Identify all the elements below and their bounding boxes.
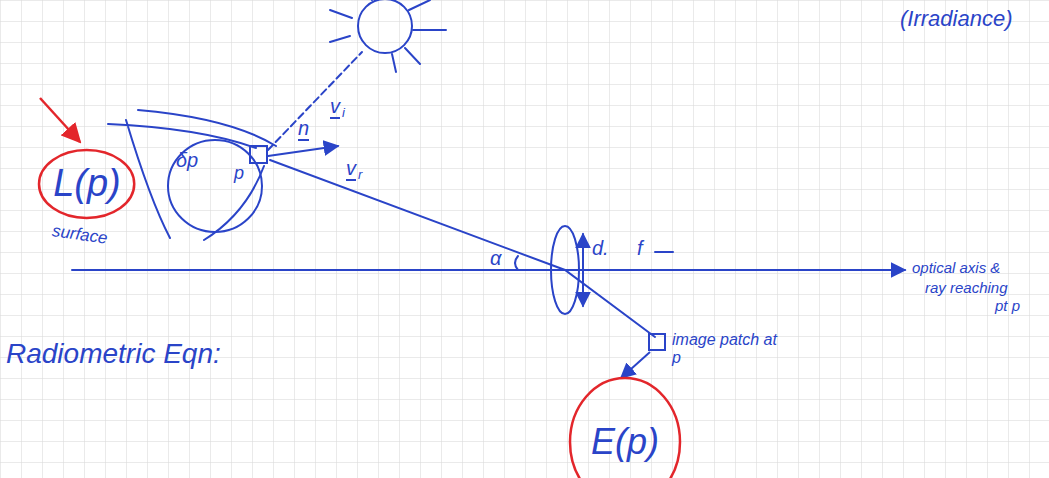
node-text: δp [176, 150, 198, 170]
node-outline-shape [39, 150, 134, 218]
axis-label: optical axis & [912, 260, 1000, 275]
surface-patch [250, 146, 267, 163]
node-text: E(p) [591, 424, 659, 460]
subscript: r [358, 168, 362, 181]
node-outline-shape [570, 378, 680, 478]
heading-text: Radiometric Eqn: [6, 340, 221, 368]
aperture-label: d. [592, 238, 609, 258]
connector-arrow [621, 352, 650, 378]
axis-label: pt p [995, 298, 1020, 313]
focal-length-label: f [637, 238, 643, 258]
node-text: image patch at p [672, 331, 784, 368]
axis-label: ray reaching [925, 280, 1008, 295]
subscript: i [342, 106, 345, 119]
node-text: L(p) [53, 164, 121, 202]
aperture-arrow [582, 234, 584, 306]
normal-arrow [268, 146, 338, 156]
angle-symbol: α [490, 248, 501, 268]
image-patch: image patch at p [648, 333, 788, 377]
vector-symbol: n [298, 118, 309, 141]
lens [551, 226, 579, 314]
node-text: p [234, 164, 244, 182]
optical-axis [72, 269, 905, 271]
surface-label: surface [51, 222, 109, 247]
radiance-circle: L(p) [37, 148, 136, 220]
pointer-arrow [40, 98, 80, 142]
patch-square [648, 333, 666, 351]
node-outline-shape [168, 140, 262, 232]
focal-dash [655, 251, 673, 253]
patch-circle: δp p [166, 138, 264, 234]
light-source [358, 0, 412, 53]
irradiance-oval: E(p) [568, 376, 682, 478]
angle-arc [515, 256, 518, 270]
note-text: (Irradiance) [900, 8, 1012, 30]
vector-symbol: v [346, 158, 356, 181]
reflected-ray [270, 160, 655, 337]
incident-ray [268, 52, 362, 150]
vector-symbol: v [330, 96, 340, 119]
light-rays [330, 0, 446, 72]
